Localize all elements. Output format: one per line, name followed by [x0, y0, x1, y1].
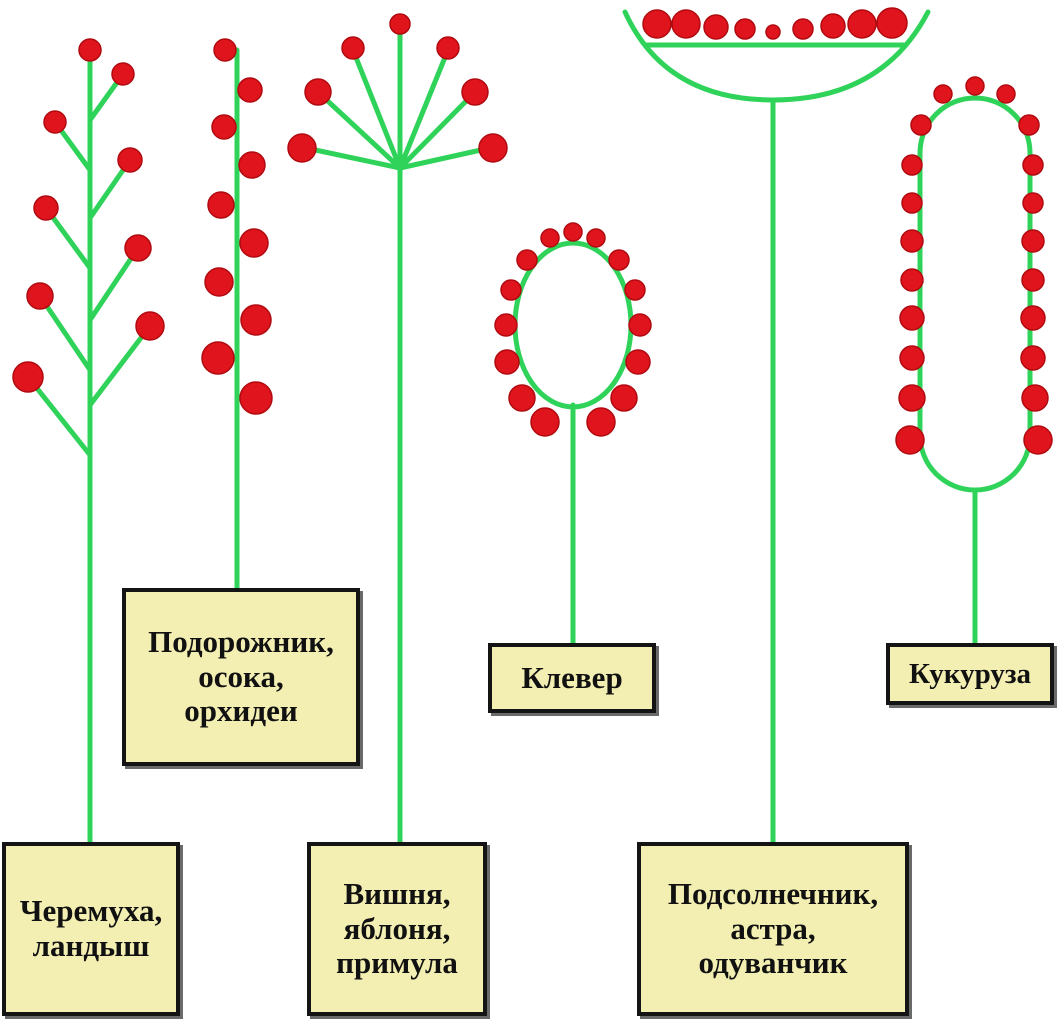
- capitulum-flowers: [643, 8, 907, 39]
- label-spadix: Кукуруза: [886, 643, 1054, 705]
- label-capitulum-text: Подсолнечник, астра, одуванчик: [668, 877, 878, 981]
- label-raceme: Черемуха, ландыш: [2, 842, 180, 1016]
- head-inflorescence: [495, 223, 651, 645]
- label-spadix-text: Кукуруза: [909, 658, 1031, 690]
- label-umbel-text: Вишня, яблоня, примула: [336, 877, 458, 981]
- spike-inflorescence: [202, 39, 272, 592]
- label-head: Клевер: [488, 643, 656, 713]
- capitulum-inflorescence: [625, 8, 928, 845]
- label-spike: Подорожник, осока, орхидеи: [122, 588, 360, 766]
- label-umbel: Вишня, яблоня, примула: [307, 842, 487, 1016]
- label-spike-text: Подорожник, осока, орхидеи: [148, 625, 334, 729]
- label-raceme-text: Черемуха, ландыш: [20, 894, 162, 963]
- spadix-axis: [920, 98, 1030, 490]
- spadix-inflorescence: [896, 77, 1052, 645]
- label-capitulum: Подсолнечник, астра, одуванчик: [637, 842, 909, 1016]
- label-head-text: Клевер: [521, 661, 622, 696]
